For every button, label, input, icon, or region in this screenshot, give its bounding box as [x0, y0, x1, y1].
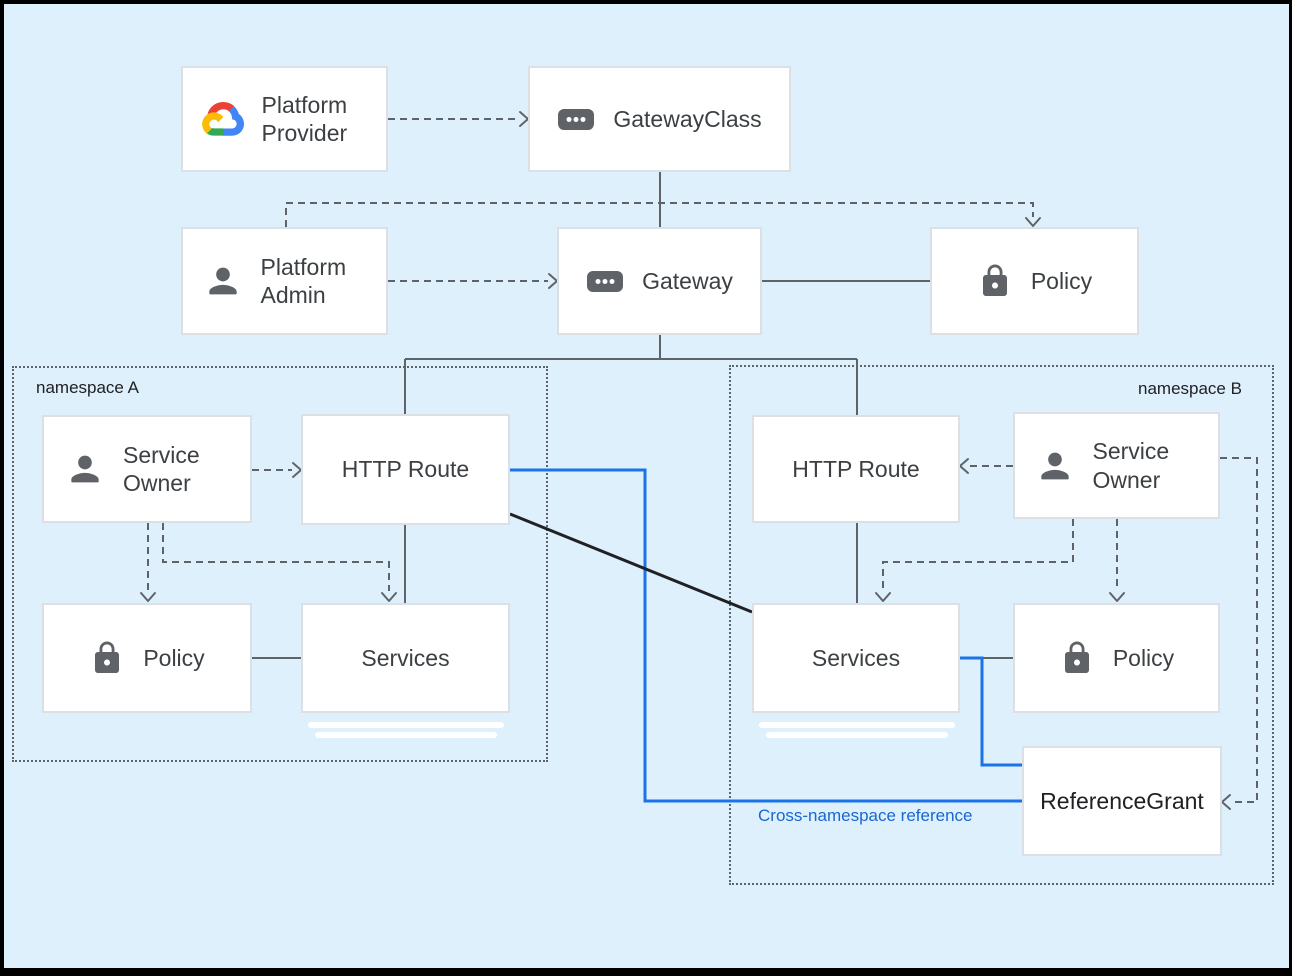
- node-label: Policy: [143, 644, 205, 671]
- arrowhead-httprouteb: [959, 458, 969, 474]
- node-service-owner-b: Service Owner: [1013, 412, 1220, 519]
- node-policy-a: Policy: [42, 603, 252, 713]
- google-cloud-icon: [201, 102, 244, 136]
- arrowhead-policy-top: [1025, 217, 1041, 227]
- node-label: Policy: [1112, 644, 1175, 671]
- node-label: ReferenceGrant: [1040, 787, 1204, 814]
- node-platform-admin: Platform Admin: [181, 227, 388, 335]
- lock-icon: [977, 263, 1013, 299]
- person-icon: [65, 449, 105, 489]
- lock-icon: [1059, 640, 1095, 676]
- edge-admin-policy: [285, 202, 1034, 227]
- edge-gateway-routes: [404, 335, 858, 603]
- lock-icon: [89, 640, 125, 676]
- node-label: HTTP Route: [341, 456, 470, 483]
- edge-servicesb-referencegrant: [960, 656, 1022, 767]
- node-policy-b: Policy: [1013, 603, 1220, 713]
- node-reference-grant: ReferenceGrant: [1022, 746, 1222, 856]
- node-platform-provider: Platform Provider: [181, 66, 388, 172]
- node-label: Platform Admin: [260, 253, 347, 308]
- arrowhead-policyb: [1109, 592, 1125, 602]
- resource-icon: [586, 270, 624, 293]
- arrowhead-referencegrant: [1221, 794, 1231, 810]
- namespace-b-boundary: [729, 365, 1274, 885]
- edge-ownera-servicesa: [162, 523, 390, 591]
- node-http-route-b: HTTP Route: [752, 415, 960, 523]
- edge-ownerb-referencegrant: [1220, 457, 1258, 803]
- arrowhead-httproutea: [292, 462, 302, 478]
- node-label: Gateway: [642, 267, 733, 294]
- node-label: GatewayClass: [613, 105, 762, 132]
- node-http-route-a: HTTP Route: [301, 414, 510, 525]
- services-b-stack-bar: [766, 732, 948, 738]
- node-gateway-class: GatewayClass: [528, 66, 791, 172]
- edge-httproutea-servicesb: [509, 512, 753, 614]
- edge-ownerb-servicesb: [882, 519, 1074, 591]
- arrowhead-gatewayclass: [519, 111, 529, 127]
- person-icon: [1035, 446, 1075, 486]
- node-label: Service Owner: [123, 441, 200, 496]
- services-b-stack-bar: [759, 722, 955, 728]
- resource-icon: [557, 108, 595, 131]
- arrowhead-servicesb: [875, 592, 891, 602]
- cross-namespace-reference-label: Cross-namespace reference: [758, 806, 973, 825]
- namespace-b-label: namespace B: [1138, 379, 1242, 398]
- services-a-stack-bar: [315, 732, 497, 738]
- node-label: HTTP Route: [792, 455, 920, 482]
- arrowhead-policya: [140, 592, 156, 602]
- namespace-a-label: namespace A: [36, 378, 140, 397]
- node-service-owner-a: Service Owner: [42, 415, 252, 523]
- arrowhead-gateway: [548, 273, 558, 289]
- node-label: Service Owner: [1092, 438, 1170, 493]
- node-label: Policy: [1030, 267, 1093, 294]
- edge-crossnamespace-httproutea-referencegrant: [510, 468, 1022, 803]
- node-label: Services: [811, 644, 901, 671]
- node-services-b: Services: [752, 603, 960, 713]
- services-a-stack-bar: [308, 722, 504, 728]
- node-gateway: Gateway: [557, 227, 762, 335]
- node-label: Services: [361, 644, 450, 671]
- node-policy-top: Policy: [930, 227, 1139, 335]
- person-icon: [203, 261, 243, 301]
- namespace-a-boundary: [12, 366, 548, 762]
- node-label: Platform Provider: [261, 91, 348, 146]
- arrowhead-servicesa: [381, 592, 397, 602]
- node-services-a: Services: [301, 603, 510, 713]
